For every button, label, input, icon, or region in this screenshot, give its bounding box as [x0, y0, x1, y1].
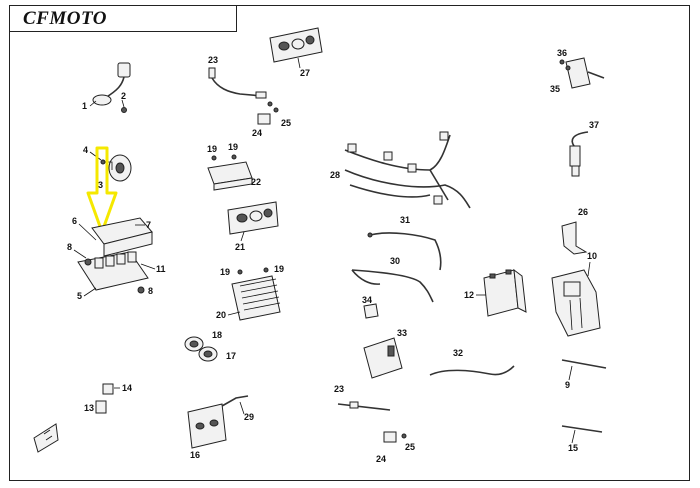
callout-4: 4 [83, 145, 88, 155]
part-strap-15[interactable] [561, 425, 603, 433]
callout-8a: 8 [67, 242, 72, 252]
callout-33: 33 [397, 328, 407, 338]
front-arrow-icon [33, 423, 59, 453]
callout-16: 16 [190, 450, 200, 460]
callout-35: 35 [550, 84, 560, 94]
part-regulator-20[interactable] [231, 267, 281, 321]
callout-5: 5 [77, 291, 82, 301]
callout-34: 34 [362, 295, 372, 305]
callout-12: 12 [464, 290, 474, 300]
brand-logo: CFMOTO [23, 8, 107, 29]
part-sensor-1[interactable] [92, 62, 131, 113]
part-sensor-23-bottom[interactable] [337, 401, 407, 443]
callout-18: 18 [212, 330, 222, 340]
callout-13: 13 [84, 403, 94, 413]
callout-19a: 19 [207, 144, 217, 154]
highlight-arrow [86, 146, 118, 234]
callout-28: 28 [330, 170, 340, 180]
callout-20: 20 [216, 310, 226, 320]
part-wiring-harness-28[interactable] [344, 131, 471, 209]
callout-25-bottom: 25 [405, 442, 415, 452]
diagram-frame [9, 5, 690, 481]
part-kit-21[interactable] [227, 201, 279, 235]
callout-11: 11 [156, 264, 166, 274]
part-cable-32[interactable] [429, 365, 515, 376]
part-cable-30[interactable] [351, 269, 434, 303]
callout-10: 10 [587, 251, 597, 261]
part-coil-17-18[interactable] [184, 336, 218, 362]
callout-3: 3 [98, 180, 103, 190]
part-kit-27[interactable] [269, 27, 323, 63]
part-cable-31[interactable] [367, 232, 442, 271]
part-strap-9[interactable] [561, 359, 607, 369]
callout-22: 22 [251, 177, 261, 187]
callout-19b: 19 [228, 142, 238, 152]
callout-24-bottom: 24 [376, 454, 386, 464]
callout-32: 32 [453, 348, 463, 358]
part-clip-34[interactable] [363, 303, 379, 319]
callout-27: 27 [300, 68, 310, 78]
callout-9: 9 [565, 380, 570, 390]
part-fuse-box-5[interactable] [77, 217, 153, 294]
callout-8b: 8 [148, 286, 153, 296]
callout-29: 29 [244, 412, 254, 422]
callout-17: 17 [226, 351, 236, 361]
callout-26: 26 [578, 207, 588, 217]
part-bracket-26[interactable] [561, 221, 588, 255]
callout-23-bottom: 23 [334, 384, 344, 394]
callout-24-top: 24 [252, 128, 262, 138]
callout-15: 15 [568, 443, 578, 453]
callout-23-top: 23 [208, 55, 218, 65]
brand-box: CFMOTO [9, 5, 237, 32]
part-relay-13-14[interactable] [95, 383, 114, 414]
callout-31: 31 [400, 215, 410, 225]
callout-2: 2 [121, 91, 126, 101]
part-horn-3[interactable] [100, 154, 132, 182]
part-sensor-23-top[interactable] [208, 67, 279, 125]
callout-14: 14 [122, 383, 132, 393]
callout-1: 1 [82, 101, 87, 111]
part-tray-10[interactable] [551, 269, 601, 337]
callout-30: 30 [390, 256, 400, 266]
part-ignition-coil-16[interactable] [187, 395, 249, 449]
callout-19d: 19 [274, 264, 284, 274]
callout-7: 7 [146, 220, 151, 230]
callout-37: 37 [589, 120, 599, 130]
part-ecu-33[interactable] [363, 337, 403, 379]
part-sensor-37[interactable] [569, 131, 589, 177]
part-switch-35[interactable] [559, 57, 605, 89]
callout-6: 6 [72, 216, 77, 226]
part-battery-12[interactable] [483, 268, 527, 317]
callout-25-top: 25 [281, 118, 291, 128]
part-module-22[interactable] [207, 154, 253, 191]
callout-21: 21 [235, 242, 245, 252]
callout-36: 36 [557, 48, 567, 58]
callout-19c: 19 [220, 267, 230, 277]
